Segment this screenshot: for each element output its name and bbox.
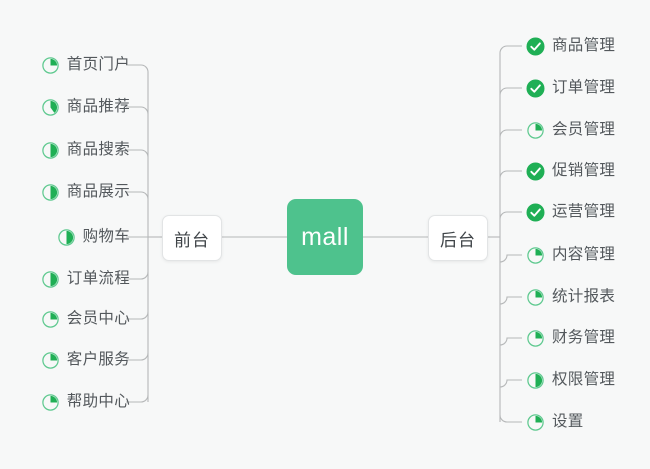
leaf-item-front-4[interactable]: 购物车: [57, 224, 130, 250]
right-arm-2: [499, 87, 522, 96]
leaf-item-label: 商品搜索: [66, 141, 130, 159]
leaf-item-back-6[interactable]: 统计报表: [526, 284, 615, 310]
leaf-item-label: 权限管理: [552, 371, 616, 389]
right-arm-4: [499, 170, 522, 179]
branch-node-back-label: 后台: [440, 230, 476, 250]
leaf-item-front-7[interactable]: 客户服务: [41, 347, 130, 373]
leaf-item-back-3[interactable]: 促销管理: [526, 158, 615, 184]
right-arm-8: [499, 337, 522, 346]
pie-progress-icon: [526, 371, 545, 390]
branch-node-back[interactable]: 后台: [428, 215, 488, 261]
right-arm-9: [499, 379, 522, 388]
leaf-item-back-5[interactable]: 内容管理: [526, 242, 615, 268]
leaf-item-back-4[interactable]: 运营管理: [526, 199, 615, 225]
leaf-item-label: 会员中心: [66, 310, 130, 328]
pie-progress-icon: [41, 98, 60, 117]
leaf-item-front-2[interactable]: 商品搜索: [41, 137, 130, 163]
right-arm-3: [499, 129, 522, 138]
right-arm-5: [499, 211, 522, 220]
leaf-item-label: 订单管理: [552, 79, 616, 97]
leaf-item-label: 商品展示: [66, 183, 130, 201]
leaf-item-label: 购物车: [82, 228, 130, 246]
branch-node-front[interactable]: 前台: [162, 215, 222, 261]
check-circle-icon: [526, 79, 545, 98]
leaf-item-label: 财务管理: [552, 329, 616, 347]
leaf-item-label: 会员管理: [552, 121, 616, 139]
check-circle-icon: [526, 203, 545, 222]
right-arm-7: [499, 296, 522, 305]
leaf-item-label: 商品管理: [552, 37, 616, 55]
leaf-item-label: 帮助中心: [66, 393, 130, 411]
pie-progress-icon: [41, 183, 60, 202]
pie-progress-icon: [57, 228, 76, 247]
leaf-item-back-9[interactable]: 设置: [526, 409, 584, 435]
pie-progress-icon: [526, 413, 545, 432]
pie-progress-icon: [526, 121, 545, 140]
check-circle-icon: [526, 162, 545, 181]
leaf-item-label: 设置: [552, 413, 584, 431]
pie-progress-icon: [526, 246, 545, 265]
leaf-item-back-7[interactable]: 财务管理: [526, 325, 615, 351]
leaf-item-back-0[interactable]: 商品管理: [526, 33, 615, 59]
leaf-item-label: 商品推荐: [66, 98, 130, 116]
root-node-label: mall: [301, 222, 349, 251]
leaf-item-front-3[interactable]: 商品展示: [41, 179, 130, 205]
leaf-item-label: 促销管理: [552, 162, 616, 180]
leaf-item-front-1[interactable]: 商品推荐: [41, 94, 130, 120]
leaf-item-front-5[interactable]: 订单流程: [41, 266, 130, 292]
pie-progress-icon: [41, 270, 60, 289]
right-arm-6: [499, 254, 522, 263]
leaf-item-front-8[interactable]: 帮助中心: [41, 389, 130, 415]
leaf-item-front-6[interactable]: 会员中心: [41, 306, 130, 332]
leaf-item-back-8[interactable]: 权限管理: [526, 367, 615, 393]
pie-progress-icon: [41, 393, 60, 412]
root-node-mall[interactable]: mall: [287, 199, 363, 275]
leaf-item-label: 内容管理: [552, 246, 616, 264]
leaf-item-front-0[interactable]: 首页门户: [41, 52, 130, 78]
leaf-item-label: 统计报表: [552, 288, 616, 306]
leaf-item-label: 首页门户: [66, 56, 130, 74]
branch-node-front-label: 前台: [174, 230, 210, 250]
leaf-item-label: 客户服务: [66, 351, 130, 369]
check-circle-icon: [526, 37, 545, 56]
pie-progress-icon: [526, 288, 545, 307]
leaf-item-back-1[interactable]: 订单管理: [526, 75, 615, 101]
pie-progress-icon: [41, 310, 60, 329]
leaf-item-back-2[interactable]: 会员管理: [526, 117, 615, 143]
pie-progress-icon: [41, 56, 60, 75]
right-arm-10: [499, 414, 522, 423]
leaf-item-label: 运营管理: [552, 203, 616, 221]
pie-progress-icon: [526, 329, 545, 348]
pie-progress-icon: [41, 351, 60, 370]
leaf-item-label: 订单流程: [66, 270, 130, 288]
pie-progress-icon: [41, 141, 60, 160]
right-arm-1: [499, 45, 522, 54]
